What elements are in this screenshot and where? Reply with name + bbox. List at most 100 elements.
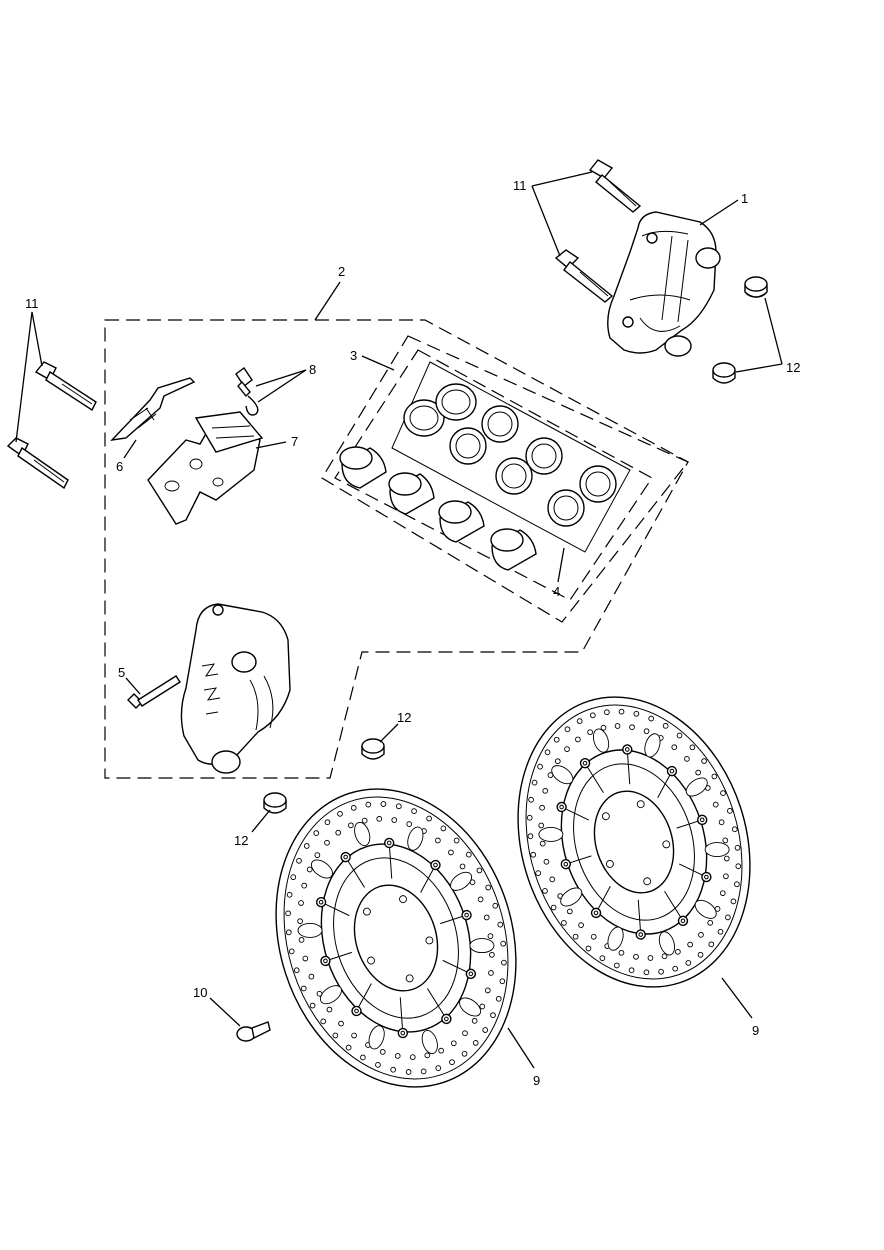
callout-1: 1 <box>741 191 748 206</box>
float-button <box>590 907 602 919</box>
float-button-center <box>400 1030 406 1036</box>
drill-hole <box>288 948 295 955</box>
drill-hole <box>314 852 321 858</box>
drill-hole <box>564 746 570 753</box>
drill-hole <box>542 787 549 794</box>
float-button-center <box>563 861 569 867</box>
callout-12-right: 12 <box>786 360 800 375</box>
brake-pads <box>147 411 264 525</box>
disc-spoke <box>657 773 672 798</box>
seal <box>579 465 617 503</box>
disc-spoke <box>323 902 350 917</box>
disc-slot <box>685 777 708 797</box>
drill-hole <box>550 904 557 911</box>
disc-spoke <box>388 845 393 879</box>
callout-4: 4 <box>553 584 560 599</box>
callout-9-left: 9 <box>533 1073 540 1088</box>
drill-hole <box>643 728 650 735</box>
seal <box>525 437 563 475</box>
drill-hole <box>296 857 302 864</box>
hub-hole <box>367 956 375 965</box>
disc-spoke <box>327 951 353 961</box>
float-button <box>622 744 633 755</box>
drill-hole <box>662 722 669 729</box>
disc-slot <box>407 826 424 851</box>
seal-kit <box>403 383 617 527</box>
disc-slot <box>310 859 333 879</box>
float-button <box>441 1013 452 1025</box>
drill-hole <box>722 837 729 844</box>
drill-hole <box>697 951 704 958</box>
drill-hole <box>718 819 725 826</box>
drill-hole <box>332 1032 339 1039</box>
drill-hole <box>297 918 303 925</box>
drill-hole <box>298 900 304 906</box>
drill-hole <box>566 908 573 915</box>
drill-hole <box>420 1068 427 1075</box>
float-button <box>701 871 712 883</box>
hub-hole <box>662 840 671 849</box>
drill-hole <box>528 796 534 803</box>
drill-hole <box>308 973 315 980</box>
piston <box>339 446 387 489</box>
drill-hole <box>734 844 741 851</box>
drill-hole <box>720 790 726 796</box>
float-button-center <box>323 958 328 964</box>
drill-hole <box>459 863 466 870</box>
drill-hole <box>618 949 625 956</box>
drill-hole <box>530 851 537 858</box>
drill-hole <box>539 840 546 847</box>
drill-hole <box>731 826 738 833</box>
drill-hole <box>544 749 551 756</box>
drill-hole <box>411 808 417 814</box>
drill-hole <box>497 921 504 928</box>
hub-hole <box>425 936 434 945</box>
drill-hole <box>735 863 742 870</box>
drill-hole <box>717 928 724 935</box>
float-button-center <box>704 874 709 880</box>
drill-hole <box>350 805 357 811</box>
disc-spoke <box>567 855 592 864</box>
seal <box>449 427 487 465</box>
brake-disc-right <box>517 696 751 988</box>
drill-hole <box>303 843 310 849</box>
drill-hole <box>300 985 307 992</box>
float-button <box>579 757 591 769</box>
disc-slot <box>368 1025 385 1050</box>
float-button-center <box>386 840 392 846</box>
drill-hole <box>406 821 413 827</box>
drill-hole <box>590 933 597 940</box>
drill-hole <box>723 855 730 862</box>
float-button <box>465 968 477 980</box>
float-button-center <box>669 768 675 774</box>
disc-spoke <box>586 765 604 793</box>
spacer-lower-left <box>263 792 287 814</box>
caliper-bolt-upper-right <box>588 159 642 213</box>
drill-hole <box>643 969 650 976</box>
drill-hole <box>302 955 309 962</box>
drill-hole <box>553 736 560 743</box>
drill-hole <box>462 1030 468 1037</box>
drill-hole <box>485 884 492 891</box>
hub-hole <box>643 877 652 886</box>
drill-hole <box>495 995 502 1002</box>
drill-hole <box>538 822 545 829</box>
drill-hole <box>500 940 507 947</box>
disc-bolt <box>236 1021 271 1042</box>
float-button-center <box>699 817 705 823</box>
drill-hole <box>539 804 545 811</box>
float-button <box>696 814 708 826</box>
drill-hole <box>585 945 592 952</box>
drill-hole <box>618 708 625 715</box>
drill-hole <box>301 882 308 889</box>
drill-hole <box>628 967 635 974</box>
drill-hole <box>335 829 342 836</box>
disc-spoke <box>626 752 631 785</box>
drill-hole <box>499 978 506 985</box>
seal <box>481 405 519 443</box>
disc-slot <box>421 1029 438 1055</box>
disc-spoke <box>596 886 611 911</box>
drill-hole <box>661 953 668 960</box>
drill-hole <box>647 955 654 961</box>
drill-hole <box>360 1054 366 1061</box>
